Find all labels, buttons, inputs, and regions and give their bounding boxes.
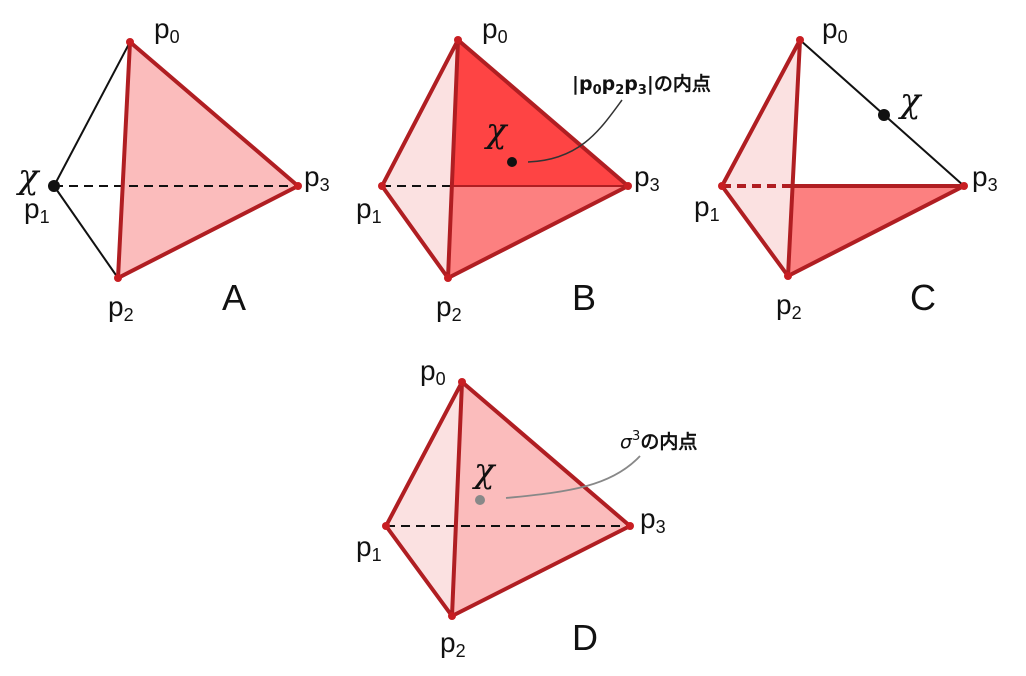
panel-c-label-p0: p0	[822, 13, 848, 47]
panel-b-vertex-p1	[378, 182, 386, 190]
panel-c-vertex-p1	[718, 182, 726, 190]
panel-a-x-label: χ	[16, 157, 41, 197]
panel-c-label-p2: p2	[776, 289, 802, 323]
panel-b-leader-line	[527, 99, 623, 163]
panel-a-letter: A	[222, 277, 246, 318]
panel-b-label-p1: p1	[356, 193, 382, 227]
panel-a-point-x	[48, 180, 60, 192]
panel-d-annotation: σ3の内点	[620, 429, 697, 453]
panel-c-vertex-p3	[960, 182, 968, 190]
panel-d-leader-line	[505, 455, 641, 499]
panel-a-label-p3: p3	[304, 161, 330, 195]
panel-a-label-p1: p1	[24, 193, 50, 227]
panel-d-label-p3: p3	[640, 503, 666, 537]
panel-d-vertex-p0	[458, 378, 466, 386]
panel-c-point-x	[878, 109, 890, 121]
panel-d-vertex-p3	[626, 522, 634, 530]
panel-c-letter: C	[910, 277, 936, 318]
panel-d-letter: D	[572, 617, 598, 658]
panel-a-label-p0: p0	[154, 13, 180, 47]
panel-b-face-p0p1p2	[382, 40, 458, 278]
panel-a-edge-p0p1	[53, 41, 131, 187]
panel-a: χ p0 p1 p2 p3 A	[16, 13, 330, 325]
panel-a-vertex-p0	[126, 38, 134, 46]
panel-c: χ p0 p1 p2 p3 C	[694, 13, 998, 323]
panel-b-x-label: χ	[484, 111, 509, 151]
panel-a-vertex-p2	[114, 274, 122, 282]
panel-d-vertex-p1	[382, 522, 390, 530]
panel-a-label-p2: p2	[108, 291, 134, 325]
panel-b-outline	[380, 38, 630, 280]
panel-c-x-label: χ	[898, 81, 923, 121]
panel-c-vertex-p0	[796, 36, 804, 44]
panel-b-vertex-p0	[454, 36, 462, 44]
panel-c-edge-p0p2	[786, 38, 802, 278]
panel-d-label-p1: p1	[356, 531, 382, 565]
panel-b-point-x	[507, 157, 517, 167]
panel-d: χ σ3の内点 p0 p1 p2 p3 D	[356, 355, 697, 661]
panel-d-face-p0p1p2	[386, 382, 462, 616]
panel-d-outline	[384, 380, 632, 618]
panel-c-label-p3: p3	[972, 161, 998, 195]
panel-d-label-p0: p0	[420, 355, 446, 389]
panel-b-label-p0: p0	[482, 13, 508, 47]
panel-b-letter: B	[572, 277, 596, 318]
panel-d-face-p0p2p3	[452, 382, 630, 616]
panel-d-label-p2: p2	[440, 627, 466, 661]
panel-b-label-p3: p3	[634, 161, 660, 195]
panel-d-point-x	[475, 495, 485, 505]
panel-b: χ |p0p2p3|の内点 p0 p1 p2 p3 B	[356, 13, 711, 325]
panel-b-vertex-p3	[624, 182, 632, 190]
panel-b-vertex-p2	[444, 274, 452, 282]
panel-c-vertex-p2	[784, 272, 792, 280]
panel-a-edge-p1p2	[53, 185, 119, 279]
panel-c-face-p0p1p2	[722, 40, 800, 276]
panel-a-face-p0p2p3	[118, 42, 298, 278]
panel-b-label-p2: p2	[436, 291, 462, 325]
panel-b-annotation: |p0p2p3|の内点	[572, 72, 711, 98]
panel-c-label-p1: p1	[694, 191, 720, 225]
panel-d-vertex-p2	[448, 612, 456, 620]
panel-d-x-label: χ	[472, 451, 497, 491]
panel-a-face-outline	[116, 40, 300, 280]
panel-a-vertex-p3	[294, 182, 302, 190]
